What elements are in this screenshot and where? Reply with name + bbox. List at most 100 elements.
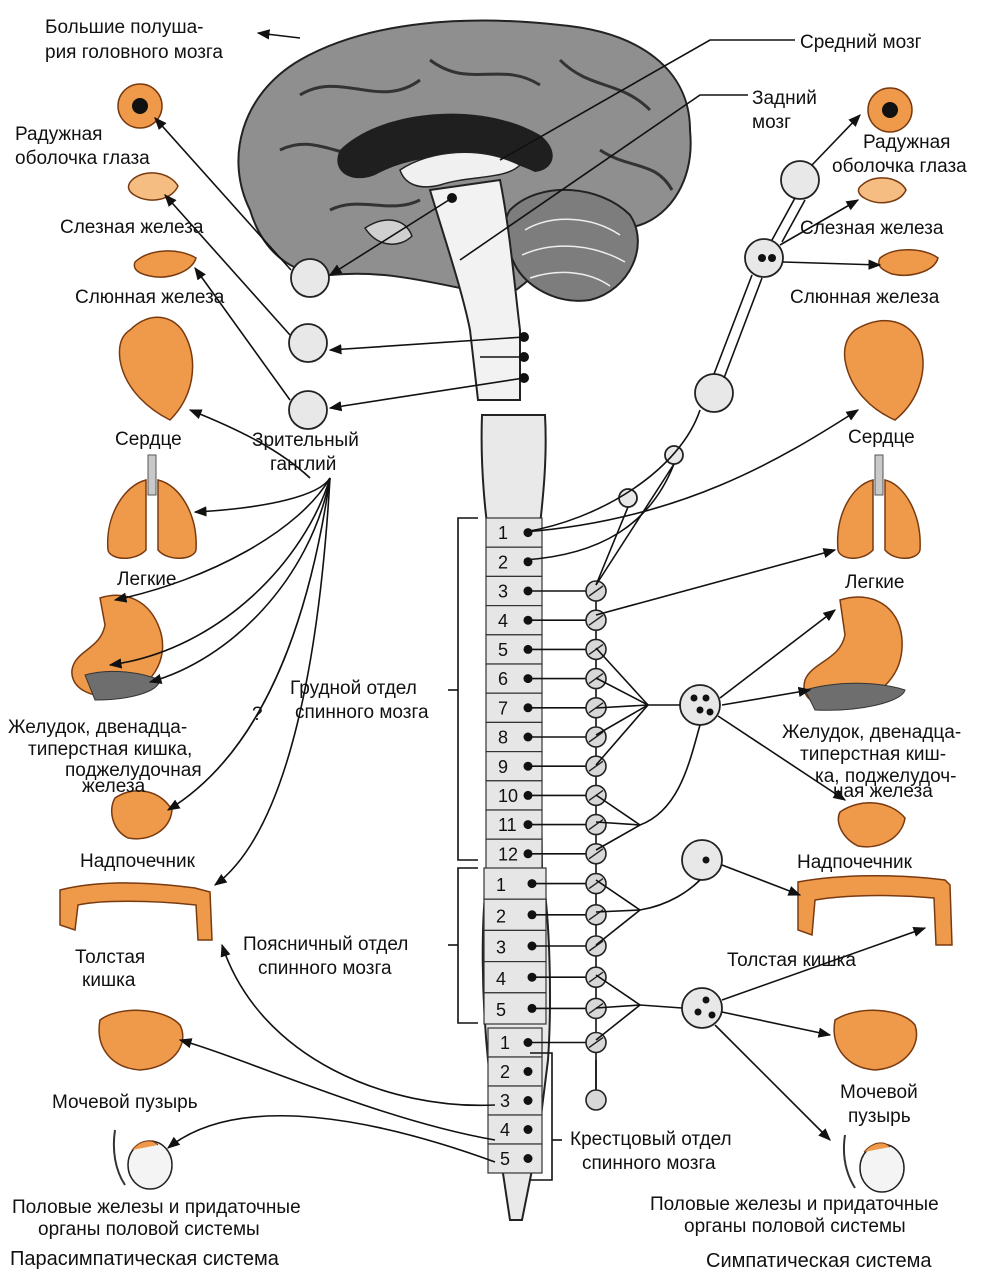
upper-cervical-ganglion-top [781, 161, 819, 199]
sacral-segment-3 [488, 1086, 542, 1115]
inferior-mesenteric-ganglion [682, 988, 722, 1028]
left-bladder [99, 1010, 183, 1070]
right-bladder [834, 1010, 916, 1070]
label-right-stomach-2: типерстная киш- [800, 744, 946, 765]
label-right-iris-2: оболочка глаза [832, 156, 967, 177]
label-thoracic-2: спинного мозга [295, 702, 429, 723]
label-left-heart: Сердце [115, 429, 182, 450]
thoracic-segment-label-2: 2 [498, 552, 508, 572]
label-right-lacrimal: Слезная железа [800, 218, 944, 239]
thoracic-segment-1 [486, 518, 542, 547]
sacral-segment-nucleus-4 [524, 1125, 533, 1134]
thoracic-segment-label-5: 5 [498, 640, 508, 660]
label-question: ? [252, 704, 263, 725]
label-left-gonads-1: Половые железы и придаточные [12, 1197, 301, 1218]
sacral-segment-label-4: 4 [500, 1120, 510, 1140]
label-left-stomach-1: Желудок, двенадца- [8, 717, 187, 738]
sacral-segment-label-2: 2 [500, 1062, 510, 1082]
lumbar-segment-label-1: 1 [496, 875, 506, 895]
left-stomach [72, 595, 163, 700]
middle-cervical-ganglion [695, 374, 733, 412]
label-left-colon-2: кишка [82, 970, 136, 991]
label-right-heart: Сердце [848, 427, 915, 448]
lumbar-segment-label-3: 3 [496, 938, 506, 958]
thoracic-segment-label-8: 8 [498, 728, 508, 748]
brainstem [430, 180, 520, 400]
label-left-colon-1: Толстая [75, 947, 145, 968]
label-lumbar-2: спинного мозга [258, 958, 392, 979]
label-right-iris-1: Радужная [863, 132, 950, 153]
label-thoracic-1: Грудной отдел [290, 678, 417, 699]
left-colon [60, 883, 212, 940]
label-hindbrain-1: Задний [752, 88, 817, 109]
label-optic-ganglion-2: ганглий [270, 454, 336, 475]
left-lacrimal-gland [129, 173, 178, 200]
label-right-gonads-1: Половые железы и придаточные [650, 1194, 939, 1215]
sacral-segment-4 [488, 1115, 542, 1144]
left-organs [60, 84, 212, 1189]
left-adrenal [112, 791, 172, 839]
label-right-colon: Толстая кишка [727, 950, 856, 971]
label-sacral-1: Крестцовый отдел [570, 1129, 732, 1150]
label-optic-ganglion-1: Зрительный [252, 430, 359, 451]
left-heart [119, 317, 192, 420]
left-gonads [114, 1130, 172, 1189]
left-lungs [108, 455, 196, 558]
label-right-stomach-1: Желудок, двенадца- [782, 722, 961, 743]
thoracic-segment-label-3: 3 [498, 582, 508, 602]
sacral-segment-nucleus-3 [524, 1096, 533, 1105]
label-left-iris-2: оболочка глаза [15, 148, 150, 169]
thoracic-segment-label-7: 7 [498, 698, 508, 718]
superior-mesenteric-ganglion [682, 840, 722, 880]
footer-sympathetic: Симпатическая система [706, 1250, 932, 1272]
label-cerebrum-1: Большие полуша- [45, 17, 203, 38]
right-eye [868, 88, 912, 132]
sacral-segment-nucleus-2 [524, 1067, 533, 1076]
footer-parasympathetic: Парасимпатическая система [10, 1248, 280, 1270]
otic-ganglion [289, 391, 327, 429]
sacral-segment-label-3: 3 [500, 1091, 510, 1111]
right-lungs [838, 455, 921, 558]
ciliary-ganglion [291, 259, 329, 297]
label-hindbrain-2: мозг [752, 112, 791, 133]
right-organs [798, 88, 952, 1192]
thoracic-segment-2 [486, 547, 542, 576]
label-cerebrum-2: рия головного мозга [45, 42, 223, 63]
right-salivary-gland [879, 250, 938, 275]
label-right-lungs: Легкие [845, 572, 904, 593]
pterygopalatine-ganglion [289, 324, 327, 362]
label-midbrain: Средний мозг [800, 32, 922, 53]
thoracic-segment-label-6: 6 [498, 669, 508, 689]
right-colon [798, 876, 952, 945]
right-gonads [844, 1135, 904, 1192]
thoracic-segment-label-11: 11 [498, 815, 517, 835]
label-left-lungs: Легкие [117, 569, 176, 590]
sacral-segment-2 [488, 1057, 542, 1086]
label-right-salivary: Слюнная железа [790, 287, 940, 308]
label-left-salivary: Слюнная железа [75, 287, 225, 308]
right-heart [845, 321, 924, 420]
spinal-segments: 1234567891011121234512345 [484, 518, 586, 1173]
right-stomach [804, 597, 905, 710]
label-right-adrenal: Надпочечник [797, 852, 913, 873]
label-lumbar-1: Поясничный отдел [243, 934, 408, 955]
left-salivary-gland [134, 251, 196, 277]
label-sacral-2: спинного мозга [582, 1153, 716, 1174]
left-eye [118, 84, 162, 128]
thoracic-segment-label-9: 9 [498, 757, 508, 777]
label-right-bladder-2: пузырь [848, 1106, 911, 1127]
thoracic-segment-label-12: 12 [498, 844, 518, 864]
label-left-lacrimal: Слезная железа [60, 217, 204, 238]
right-adrenal [838, 803, 905, 847]
sacral-segment-label-1: 1 [500, 1033, 510, 1053]
label-right-bladder-1: Мочевой [840, 1082, 918, 1103]
label-left-bladder: Мочевой пузырь [52, 1092, 198, 1113]
sympathetic-ganglia [619, 161, 819, 1028]
sacral-segment-label-5: 5 [500, 1149, 510, 1169]
label-left-adrenal: Надпочечник [80, 851, 196, 872]
lumbar-segment-label-4: 4 [496, 969, 506, 989]
sacral-segment-nucleus-5 [524, 1154, 533, 1163]
parasympathetic-ganglia [289, 259, 329, 429]
